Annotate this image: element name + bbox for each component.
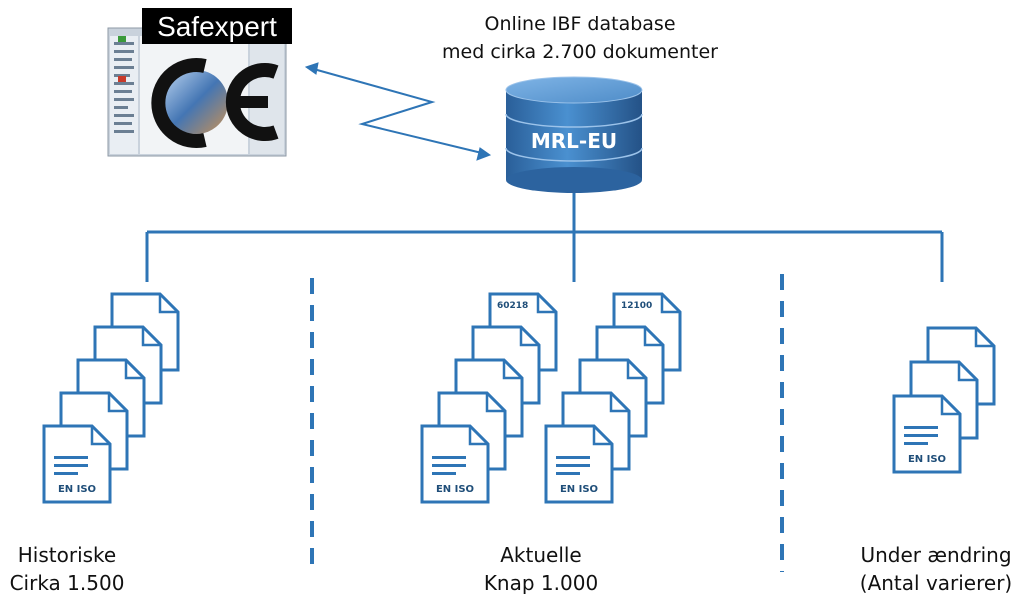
sync-link bbox=[304, 62, 492, 161]
arrowhead-left-icon bbox=[304, 62, 319, 75]
arrowhead-right-icon bbox=[476, 147, 492, 161]
caption-historiske-line1: Historiske bbox=[18, 543, 116, 567]
document-label: EN ISO bbox=[58, 484, 96, 495]
caption-under-line1: Under ændring bbox=[860, 543, 1011, 567]
database-cylinder: MRL-EU bbox=[505, 76, 643, 193]
database-title-line1: Online IBF database bbox=[484, 13, 675, 35]
database-label: MRL-EU bbox=[531, 129, 617, 153]
document-label: EN ISO bbox=[436, 484, 474, 495]
tree-connectors bbox=[145, 193, 944, 282]
safexpert-name: Safexpert bbox=[157, 11, 277, 42]
dashed-dividers bbox=[310, 274, 784, 572]
under-stack-doc-0: EN ISO bbox=[892, 394, 962, 474]
database-title-line2: med cirka 2.700 dokumenter bbox=[442, 41, 718, 63]
document-number-label: 60218 bbox=[497, 301, 528, 311]
ce-logo: CE bbox=[151, 58, 279, 148]
caption-under-line2: (Antal varierer) bbox=[860, 571, 1012, 594]
document-label: EN ISO bbox=[908, 454, 946, 465]
caption-aktuelle-line2: Knap 1.000 bbox=[484, 571, 598, 594]
caption-historiske-line2: Cirka 1.500 bbox=[10, 571, 125, 594]
aktuelle-stack-1-doc-0: EN ISO bbox=[420, 424, 490, 504]
aktuelle-stack-2-doc-0: EN ISO bbox=[544, 424, 614, 504]
document-number-label: 12100 bbox=[621, 301, 652, 311]
document-label: EN ISO bbox=[560, 484, 598, 495]
caption-aktuelle-line1: Aktuelle bbox=[500, 543, 582, 567]
historiske-stack-doc-0: EN ISO bbox=[42, 424, 112, 504]
safexpert-title-banner: Safexpert bbox=[142, 8, 292, 44]
document-stacks: EN ISO 60218 EN ISO 12100 EN ISO EN ISO bbox=[42, 292, 996, 504]
